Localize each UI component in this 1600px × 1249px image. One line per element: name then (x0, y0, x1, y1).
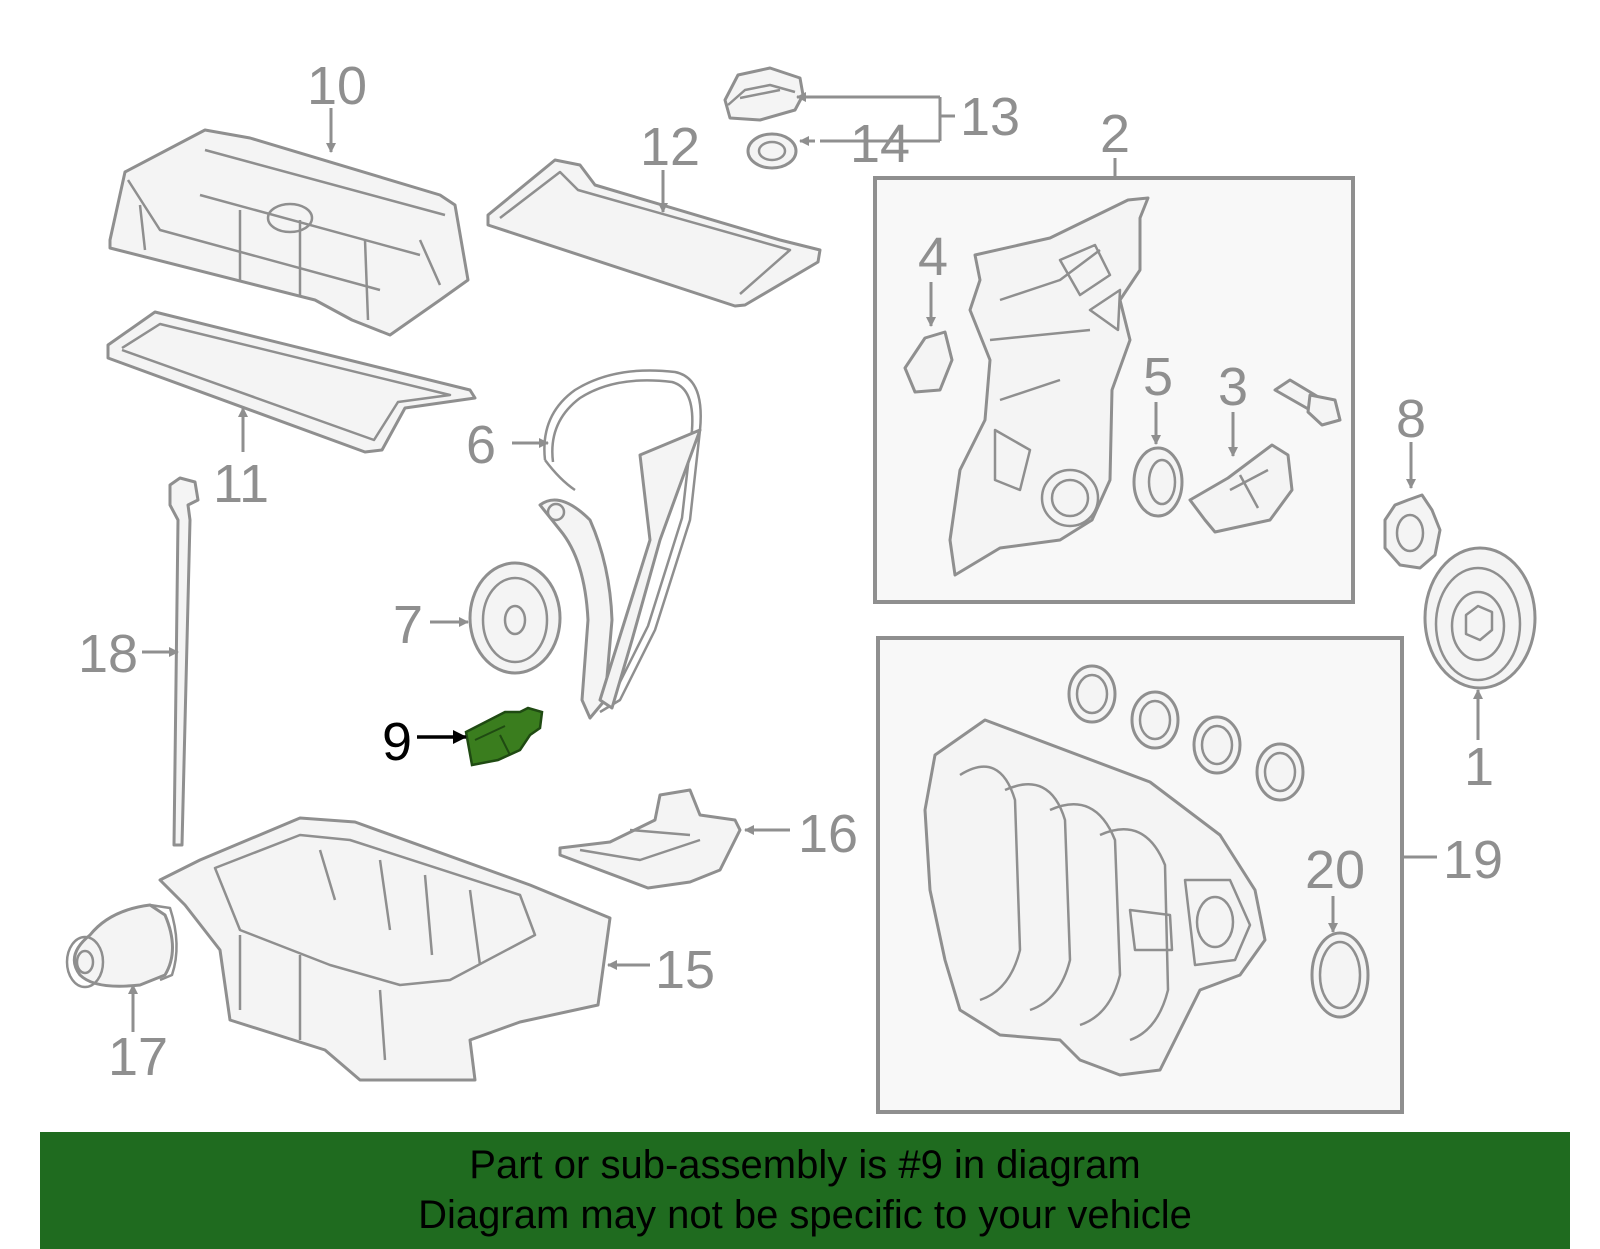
camshaft-sprocket (468, 561, 562, 675)
timing-chain-case (948, 196, 1150, 577)
oil-pan (158, 816, 612, 1082)
callout-15: 15 (655, 940, 715, 1000)
callout-10: 10 (307, 56, 367, 116)
intake-manifold-gaskets (1067, 664, 1305, 802)
callout-2: 2 (1100, 104, 1130, 164)
callout-13: 13 (960, 87, 1020, 147)
callout-3: 3 (1218, 357, 1248, 417)
callout-18: 18 (78, 624, 138, 684)
callout-16: 16 (798, 804, 858, 864)
callout-7: 7 (393, 595, 423, 655)
chain-guide (538, 428, 702, 720)
cylinder-head-cover (108, 128, 470, 337)
callout-4: 4 (918, 227, 948, 287)
leader-13 (800, 95, 955, 143)
crankshaft-pulley (1423, 546, 1537, 690)
crankshaft-oil-seal (1132, 446, 1184, 518)
intake-manifold (923, 718, 1267, 1077)
oil-cap-seal (746, 132, 798, 170)
callout-5: 5 (1143, 347, 1173, 407)
callout-20: 20 (1305, 840, 1365, 900)
timing-cover-gasket (486, 158, 822, 308)
info-banner: Part or sub-assembly is #9 in diagram Di… (40, 1132, 1570, 1249)
callout-11: 11 (213, 454, 269, 514)
crankshaft-sprocket (1383, 493, 1442, 570)
banner-line-2: Diagram may not be specific to your vehi… (418, 1193, 1192, 1237)
banner-line-1: Part or sub-assembly is #9 in diagram (469, 1143, 1141, 1187)
callout-6: 6 (466, 415, 496, 475)
case-bolt (1273, 378, 1342, 427)
oil-dipstick (168, 476, 200, 847)
head-cover-gasket (106, 310, 477, 454)
callout-17: 17 (108, 1027, 168, 1087)
callout-19: 19 (1443, 830, 1503, 890)
oil-baffle-plate (558, 788, 742, 890)
oil-passage-gasket (903, 330, 954, 394)
throttle-body-gasket (1310, 931, 1370, 1019)
callout-14: 14 (850, 114, 910, 174)
timing-chain (543, 369, 702, 714)
oil-filter (65, 903, 178, 989)
callout-12: 12 (640, 117, 700, 177)
callout-1: 1 (1464, 737, 1494, 797)
chain-tensioner-highlighted (464, 706, 544, 767)
callout-9: 9 (382, 712, 412, 772)
callout-8: 8 (1396, 389, 1426, 449)
chain-case-cover-plate (1188, 443, 1294, 534)
oil-filler-cap (723, 66, 805, 122)
